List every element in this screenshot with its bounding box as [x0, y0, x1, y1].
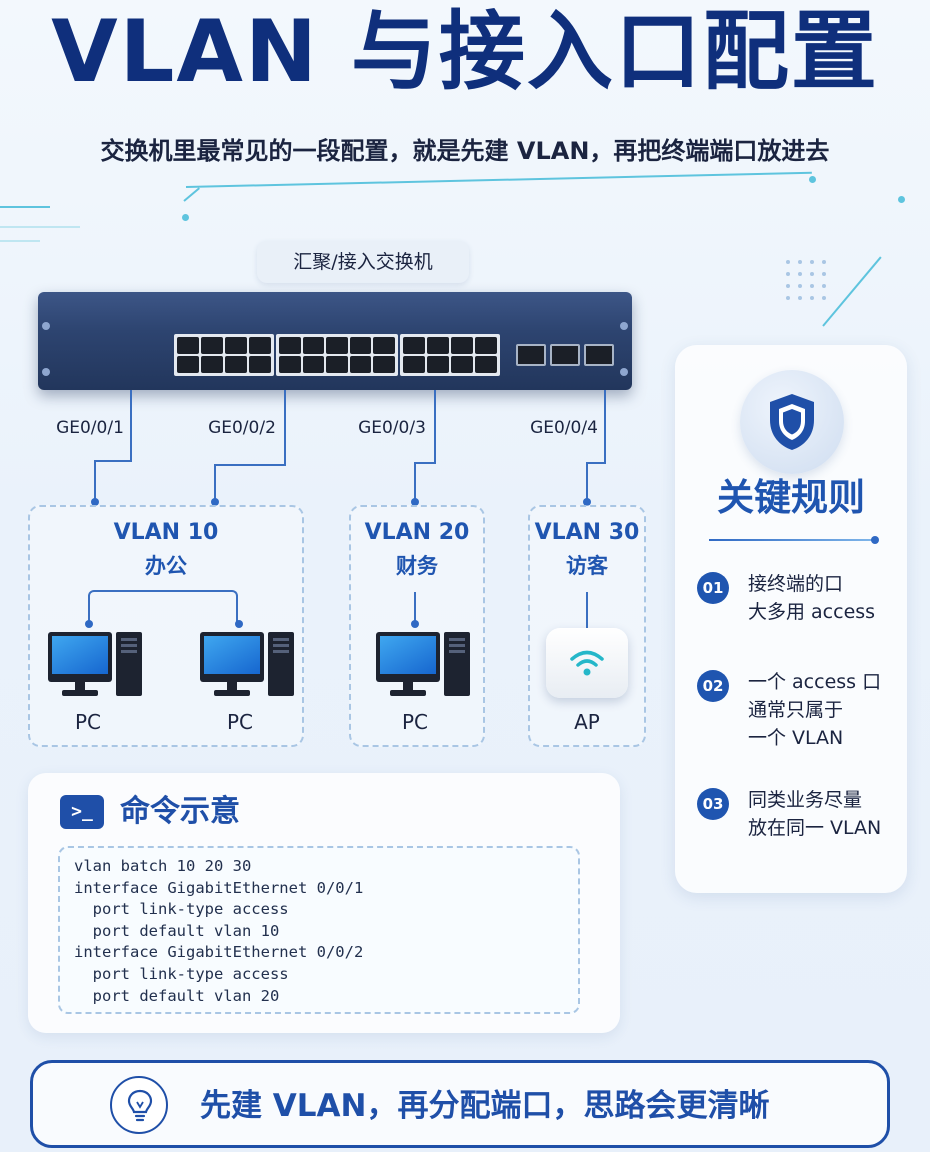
vlan-30-desc: 访客: [566, 554, 608, 578]
rule-text-01: 接终端的口 大多用 access: [748, 573, 876, 623]
rule-number-01: 01: [697, 572, 729, 604]
vlan-10-box: [28, 505, 304, 747]
access-point: [546, 628, 628, 698]
rule-text-02: 一个 access 口 通常只属于 一个 VLAN: [748, 671, 882, 749]
footer-banner: [30, 1060, 890, 1148]
vlan-30-box: [528, 505, 646, 747]
decor-dot-grid: [786, 260, 826, 300]
wifi-icon: [570, 650, 604, 676]
device-label-pc2: PC: [226, 710, 254, 734]
vlan-30-link: [586, 592, 588, 628]
rule-text-03: 同类业务尽量 放在同一 VLAN: [748, 789, 882, 839]
code-line: port default vlan 20: [74, 986, 280, 1005]
rules-underline-dot: [871, 536, 879, 544]
vlan-30-name: VLAN 30: [534, 520, 640, 545]
pc-computer-1: [48, 632, 144, 702]
port-label-ge3: GE0/0/3: [358, 418, 426, 438]
vlan-20-link-dot: [411, 620, 419, 628]
footer-text: 先建 VLAN，再分配端口，思路会更清晰: [200, 1088, 770, 1124]
device-label-ap: AP: [574, 710, 600, 734]
page-subtitle: 交换机里最常见的一段配置，就是先建 VLAN，再把终端端口放进去: [100, 137, 830, 165]
code-line: port default vlan 10: [74, 921, 280, 940]
vlan-20-link: [414, 592, 416, 622]
port-label-ge1: GE0/0/1: [56, 418, 124, 438]
port-label-ge4: GE0/0/4: [530, 418, 598, 438]
terminal-icon: >_: [60, 795, 104, 829]
vlan-10-name: VLAN 10: [113, 520, 219, 545]
lightbulb-icon: [127, 1089, 153, 1122]
rules-title: 关键规则: [717, 476, 865, 519]
sfp-ports: [516, 344, 614, 366]
device-label-pc3: PC: [401, 710, 429, 734]
lightbulb-badge: [110, 1076, 168, 1134]
rule-number-03: 03: [697, 788, 729, 820]
vlan-20-desc: 财务: [396, 554, 438, 578]
vlan-10-desc: 办公: [145, 554, 187, 578]
rules-underline: [709, 539, 875, 541]
code-line: port link-type access: [74, 900, 289, 919]
port-block-2: [276, 334, 398, 376]
code-line: vlan batch 10 20 30: [74, 857, 252, 875]
rule-number-02: 02: [697, 670, 729, 702]
switch-label: 汇聚/接入交换机: [257, 241, 469, 283]
port-block-1: [174, 334, 274, 376]
shield-icon: [770, 394, 814, 450]
command-title: 命令示意: [120, 794, 240, 829]
port-block-3: [400, 334, 500, 376]
code-line: interface GigabitEthernet 0/0/2: [74, 943, 364, 962]
pc-computer-3: [376, 632, 472, 702]
shield-badge: [740, 370, 844, 474]
network-switch: [38, 292, 632, 390]
page-title: VLAN 与接入口配置: [51, 2, 879, 102]
code-line: port link-type access: [74, 964, 289, 983]
port-label-ge2: GE0/0/2: [208, 418, 276, 438]
device-label-pc1: PC: [74, 710, 102, 734]
vlan-20-name: VLAN 20: [364, 520, 470, 545]
code-line: interface GigabitEthernet 0/0/1: [74, 878, 364, 897]
pc-computer-2: [200, 632, 296, 702]
code-block: vlan batch 10 20 30 interface GigabitEth…: [58, 846, 580, 1014]
